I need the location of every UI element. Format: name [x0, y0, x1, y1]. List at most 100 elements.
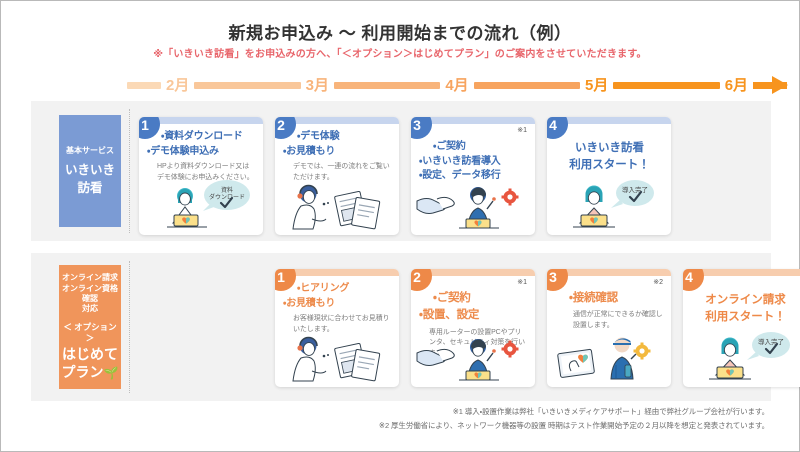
step-number: 2: [413, 269, 421, 285]
timeline-segment: [194, 81, 301, 89]
category-label-big-1: いきいき: [64, 163, 115, 178]
category-label-small-3: 対応: [82, 304, 98, 314]
category-label-basic: 基本サービス いきいき 訪看: [59, 115, 121, 227]
svg-text:ダウンロード: ダウンロード: [209, 193, 245, 201]
card-description: デモでは、一連の流れをご覧いただけます。: [293, 163, 390, 181]
step-badge-3: STEP 3: [411, 117, 432, 139]
card-description: HPより資料ダウンロード又はデモ体験にお申込みください。: [157, 163, 254, 181]
card-note-mark: ※2: [653, 279, 663, 286]
category-label-big-2: 訪看: [77, 180, 103, 195]
sprout-icon: 🌱: [103, 365, 119, 380]
step-card-basic-3[interactable]: STEP 3 ※1 ・ご契約 ・いきいき訪看導入 ・設定、データ移行: [411, 117, 535, 235]
footnote-1: ※1 導入・設置作業は弊社「いきいきメディケアサポート」経由で弊社グループ会社が…: [452, 407, 769, 416]
row-divider: [129, 109, 130, 233]
card-description: 通信が正常にできるか確認し設置します。: [573, 311, 663, 330]
card-body: オンライン請求 利用スタート！: [683, 276, 800, 387]
page-subtitle: ※「いきいき訪看」をお申込みの方へ、「＜オプション＞はじめてプラン」のご案内をさ…: [153, 49, 647, 60]
card-strip: [547, 269, 671, 276]
card-strip: [411, 269, 535, 276]
card-headline-line: ・設置、設定: [419, 309, 480, 322]
step-badge-1: STEP 1: [139, 117, 160, 139]
card-headline-line: ・お見積もり: [283, 145, 336, 157]
illustration-handshake-man-laptop: [411, 329, 535, 385]
card-body: ・資料ダウンロード ・デモ体験申込み HPより資料ダウンロード又はデモ体験にお申…: [139, 124, 263, 235]
card-start-line: いきいき訪看: [575, 142, 644, 154]
step-card-option-2[interactable]: STEP 2 ※1 ・ご契約 ・設置、設定 専用ルーターの設置PCやプリンタ、セ…: [411, 269, 535, 387]
row-option-plan: オンライン請求 オンライン資格確認 対応 ＜ オプション ＞ はじめて プラン🌱…: [31, 253, 800, 401]
card-strip: [139, 117, 263, 124]
card-headline-line: ・いきいき訪看導入: [419, 155, 501, 167]
illustration-laptop-woman-done: 導入完了: [683, 329, 800, 385]
card-body: いきいき訪看 利用スタート！: [547, 124, 671, 235]
step-number: 4: [549, 117, 557, 133]
step-card-basic-1[interactable]: STEP 1 ・資料ダウンロード ・デモ体験申込み HPより資料ダウンロード又は…: [139, 117, 263, 235]
row-basic-service: 基本サービス いきいき 訪看 STEP 1 ・資料ダウンロード ・デモ体験申込み…: [31, 101, 771, 241]
timeline-month-label: 6月: [724, 76, 749, 94]
category-label-small-2: オンライン資格確認: [62, 283, 118, 303]
card-body: ・ご契約 ・いきいき訪看導入 ・設定、データ移行: [411, 124, 535, 235]
timeline-month-label: 3月: [305, 76, 330, 94]
illustration-handshake-man-laptop: [411, 177, 535, 233]
timeline-segment: [613, 81, 720, 89]
card-start-line: 利用スタート！: [569, 159, 650, 172]
card-strip: [547, 117, 671, 124]
card-body: ・ヒアリング ・お見積もり お客様現状に合わせてお見積りいたします。: [275, 276, 399, 387]
card-headline-line: ・デモ体験申込み: [147, 145, 219, 157]
step-badge-4: STEP 4: [547, 117, 568, 139]
timeline-segment: [334, 81, 441, 89]
card-headline-line: ・お見積もり: [283, 297, 336, 309]
step-card-option-4[interactable]: STEP 4 オンライン請求 利用スタート！ 導入完了: [683, 269, 800, 387]
illustration-headset-woman-documents: [275, 177, 399, 233]
card-headline-line: ・ご契約: [433, 141, 466, 152]
timeline-month-label: 2月: [166, 76, 190, 94]
card-body: ・デモ体験 ・お見積もり デモでは、一連の流れをご覧いただけます。: [275, 124, 399, 235]
card-body: ・接続確認 通信が正常にできるか確認し設置します。: [547, 276, 671, 387]
step-card-basic-4[interactable]: STEP 4 いきいき訪看 利用スタート！ 導入完了: [547, 117, 671, 235]
step-badge-1: STEP 1: [275, 269, 296, 291]
page-title: 新規お申込み ～ 利用開始までの流れ（例）: [228, 24, 572, 43]
category-label-small: 基本サービス: [66, 146, 114, 156]
card-start-line: オンライン請求: [705, 294, 786, 306]
step-number: 1: [141, 117, 149, 133]
svg-text:資料: 資料: [221, 186, 233, 194]
card-strip: [683, 269, 800, 276]
step-number: 3: [549, 269, 557, 285]
category-label-option: オンライン請求 オンライン資格確認 対応 ＜ オプション ＞ はじめて プラン🌱: [59, 265, 121, 389]
card-description: お客様現状に合わせてお見積りいたします。: [293, 315, 390, 333]
step-number: 4: [685, 269, 693, 285]
illustration-laptop-woman-bubble: 資料 ダウンロード: [139, 177, 263, 233]
category-label-big-2-text: プラン: [61, 363, 104, 380]
timeline-month-label: 5月: [585, 76, 609, 94]
step-badge-3: STEP 3: [547, 269, 568, 291]
timeline: 2月 3月 4月 5月 6月: [127, 73, 789, 97]
card-strip: [275, 117, 399, 124]
step-card-option-3[interactable]: STEP 3 ※2 ・接続確認 通信が正常にできるか確認し設置します。: [547, 269, 671, 387]
category-label-big-1: はじめて: [62, 345, 118, 362]
step-number: 3: [413, 117, 421, 133]
card-headline-line: ・資料ダウンロード: [161, 131, 243, 142]
step-number: 2: [277, 117, 285, 133]
illustration-headset-woman-documents: [275, 329, 399, 385]
card-strip: [275, 269, 399, 276]
card-headline-line: ・設定、データ移行: [419, 170, 501, 181]
card-start-line: 利用スタート！: [705, 311, 786, 324]
card-headline-line: ・接続確認: [569, 292, 618, 304]
row-divider: [129, 261, 130, 393]
step-badge-4: STEP 4: [683, 269, 704, 291]
step-card-option-1[interactable]: STEP 1 ・ヒアリング ・お見積もり お客様現状に合わせてお見積りいたします…: [275, 269, 399, 387]
category-label-big-2: プラン🌱: [62, 364, 119, 381]
card-note-mark: ※1: [517, 279, 527, 286]
svg-text:導入完了: 導入完了: [622, 185, 648, 194]
card-strip: [411, 117, 535, 124]
category-label-mid: ＜ オプション ＞: [63, 321, 117, 343]
timeline-arrow-icon: [753, 75, 789, 94]
card-headline-line: ・デモ体験: [297, 131, 340, 142]
illustration-tablet-worker: [547, 329, 671, 385]
step-number: 1: [277, 269, 285, 285]
svg-text:導入完了: 導入完了: [758, 337, 784, 346]
footnotes: ※1 導入・設置作業は弊社「いきいきメディケアサポート」経由で弊社グループ会社が…: [31, 405, 769, 434]
category-label-small-1: オンライン請求: [62, 273, 118, 283]
step-card-basic-2[interactable]: STEP 2 ・デモ体験 ・お見積もり デモでは、一連の流れをご覧いただけます。: [275, 117, 399, 235]
timeline-segment: [473, 81, 581, 89]
step-badge-2: STEP 2: [275, 117, 296, 139]
